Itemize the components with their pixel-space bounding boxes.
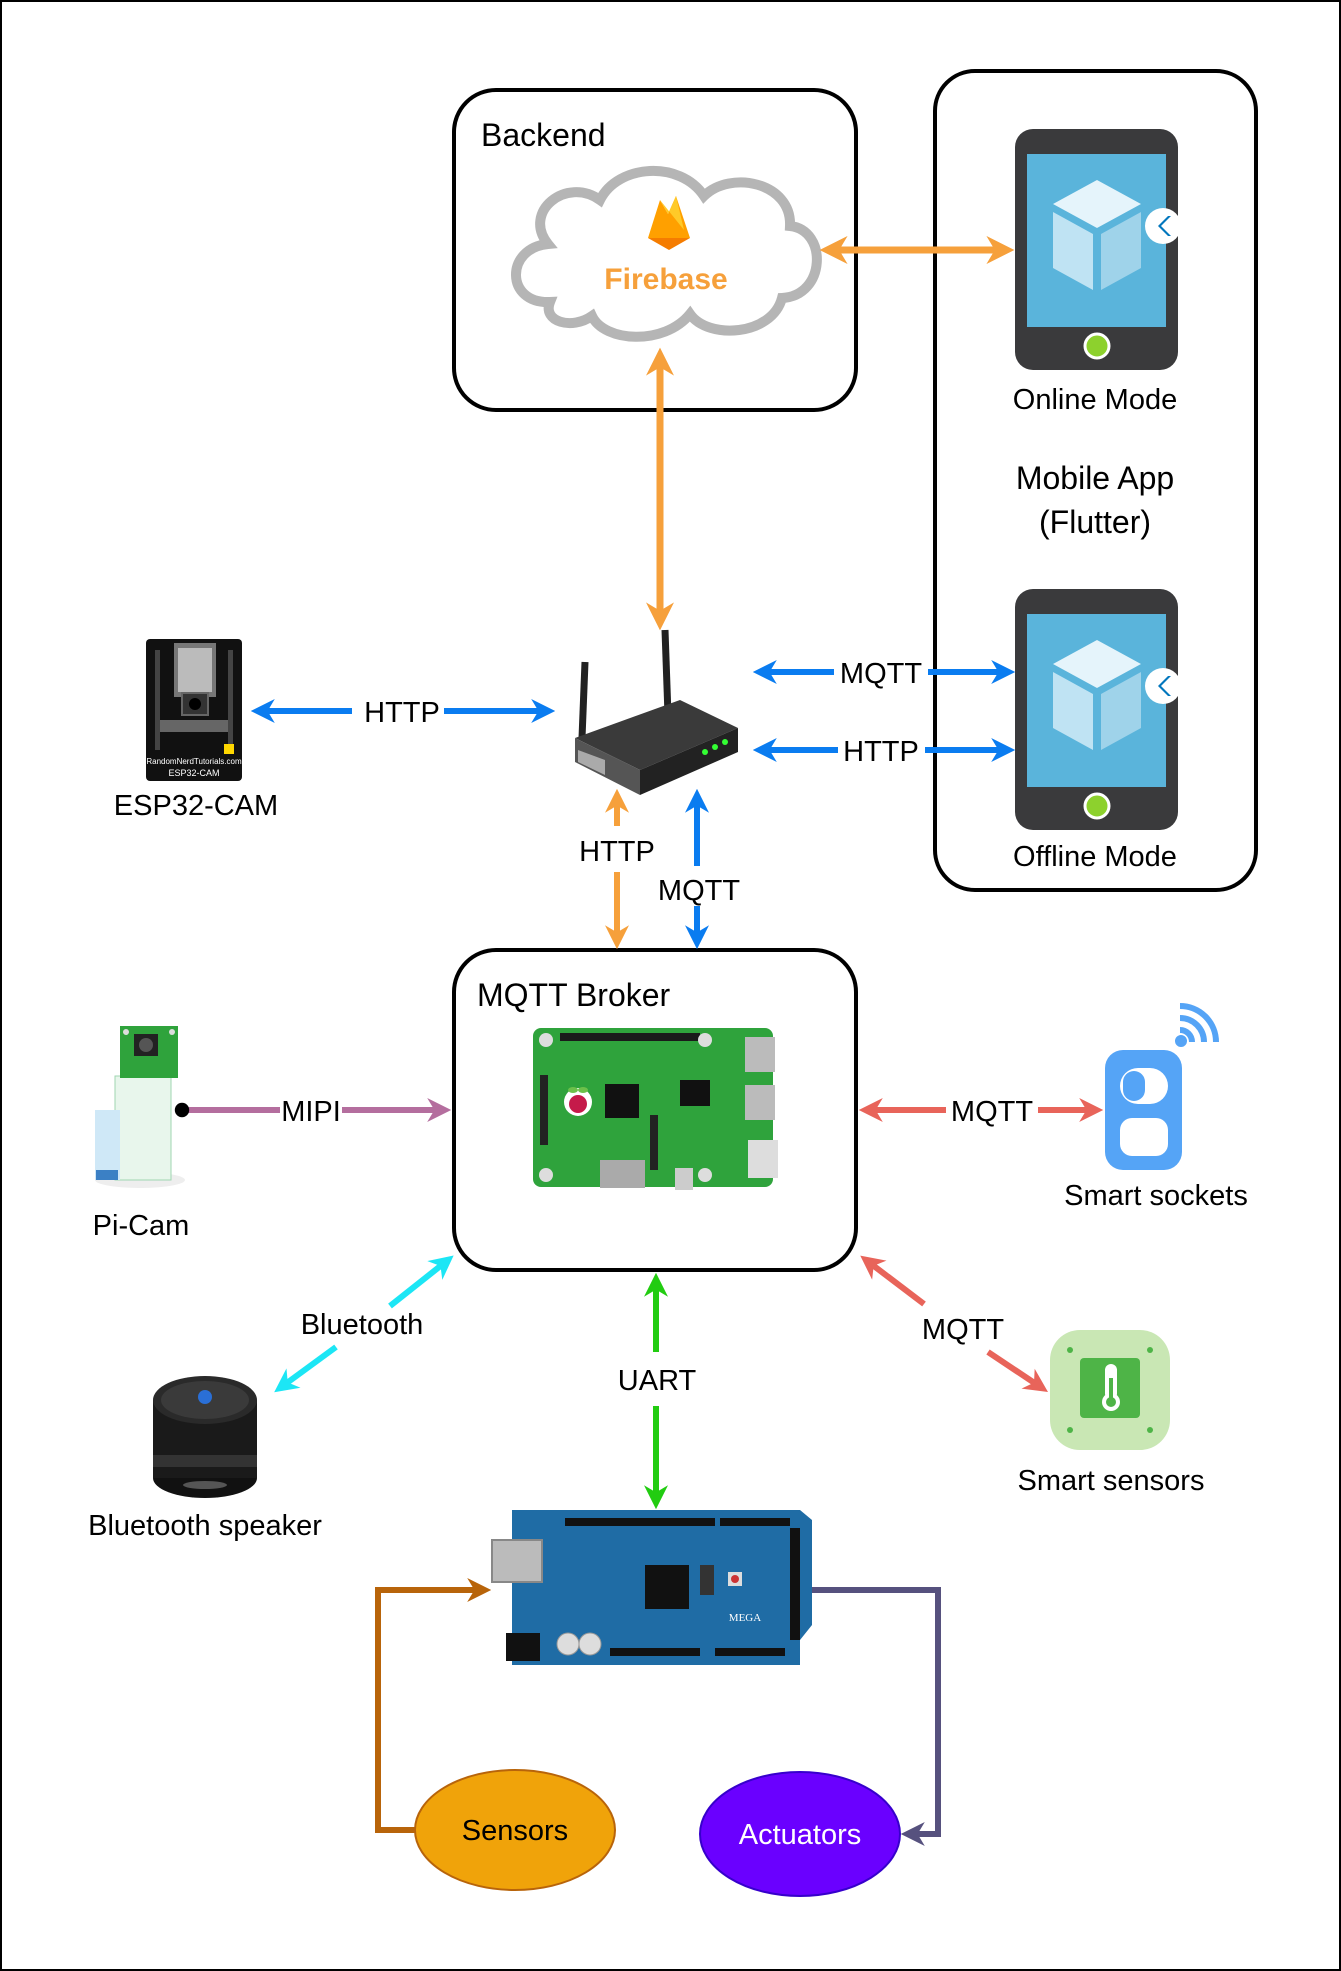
esp32-router-label: HTTP [364, 697, 440, 729]
backend-title: Backend [481, 117, 606, 153]
broker-arduino-label: UART [618, 1365, 697, 1397]
firebase-label: Firebase [604, 263, 727, 296]
broker-sensors-label: MQTT [922, 1314, 1004, 1346]
smart-sockets-label: Smart sockets [1064, 1180, 1248, 1212]
svg-text:ESP32-CAM: ESP32-CAM [168, 768, 219, 778]
wifi-signal-icon [1175, 1003, 1219, 1047]
actuators-label: Actuators [739, 1819, 862, 1851]
router-icon [575, 629, 738, 795]
offline-mode-label: Offline Mode [1013, 841, 1177, 873]
bluetooth-speaker-icon [153, 1376, 257, 1498]
router-app-mqtt-label: MQTT [840, 658, 922, 690]
raspberry-pi-board-icon [533, 1028, 778, 1190]
router-broker-mqtt-label: MQTT [658, 875, 740, 907]
esp32-cam-board-icon: RandomNerdTutorials.com ESP32-CAM [146, 639, 242, 781]
arduino-actuators-arrow [812, 1587, 941, 1846]
mobile-app-title: Mobile App [1016, 460, 1174, 496]
mobile-app-subtitle: (Flutter) [1039, 504, 1151, 540]
esp32-cam-label: ESP32-CAM [114, 790, 278, 822]
pi-cam-label: Pi-Cam [93, 1210, 190, 1242]
sensors-arduino-arrow [375, 1578, 492, 1833]
thermometer-icon [1050, 1330, 1170, 1450]
firebase-cloud-icon: Firebase [511, 165, 822, 342]
broker-sensors-arrow [860, 1255, 926, 1307]
svg-text:MEGA: MEGA [729, 1612, 761, 1624]
broker-sockets-label: MQTT [951, 1096, 1033, 1128]
pi-camera-icon [95, 1026, 185, 1188]
broker-speaker-arrow [388, 1255, 454, 1309]
svg-text:RandomNerdTutorials.com: RandomNerdTutorials.com [146, 757, 242, 766]
actuators-node [699, 1771, 901, 1897]
mqtt-broker-title: MQTT Broker [477, 977, 671, 1013]
router-broker-http-label: HTTP [579, 836, 655, 868]
smart-sensors-label: Smart sensors [1018, 1465, 1205, 1497]
bluetooth-speaker-label: Bluetooth speaker [88, 1510, 322, 1542]
picam-broker-label: MIPI [281, 1096, 341, 1128]
broker-speaker-label: Bluetooth [301, 1309, 424, 1341]
router-app-http-label: HTTP [843, 736, 919, 768]
offline-phone-icon [1015, 589, 1181, 830]
arduino-mega-board-icon: MEGA [491, 1510, 812, 1665]
online-mode-label: Online Mode [1013, 384, 1177, 416]
online-phone-icon [1015, 129, 1181, 370]
sensors-label: Sensors [462, 1815, 568, 1847]
smart-socket-icon [1105, 1050, 1182, 1170]
